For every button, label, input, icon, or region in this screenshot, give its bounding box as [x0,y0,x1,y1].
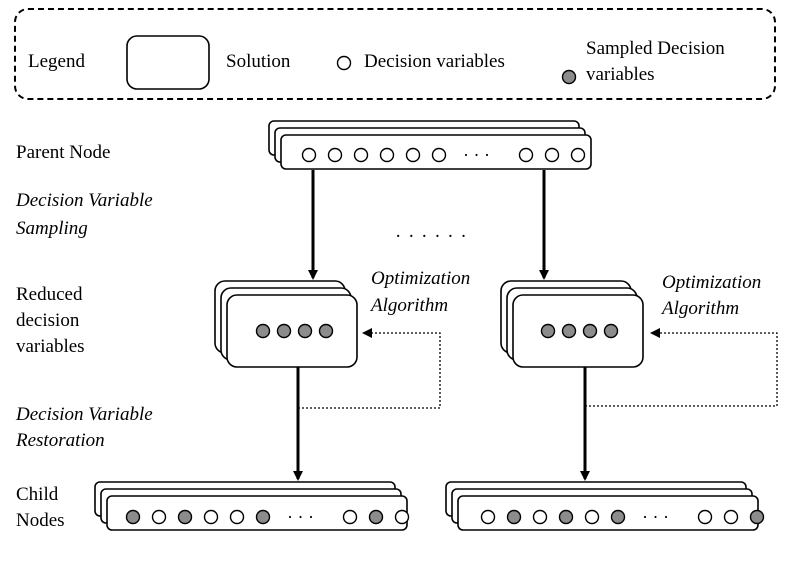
parent-node-circle-2 [327,147,343,163]
child-left-solution-front [106,495,408,531]
opt-left-line1: Optimization [371,268,471,289]
parent-node-circle-6 [431,147,447,163]
child-right-circle-3 [532,509,548,525]
parent-node-circle-8 [544,147,560,163]
child-left-circle-2 [151,509,167,525]
reduced-right-circle-3 [582,323,598,339]
legend-box [14,8,776,100]
child-right-circle-9 [749,509,765,525]
ellipsis-middle: · · · · · · [395,226,468,247]
child-right-ellipsis: · · · [642,507,669,527]
reduced-right-circle-2 [561,323,577,339]
label-reduced-line1: Reduced [16,284,83,305]
legend-sampled-label-line2: variables [586,64,655,85]
reduced-left-circle-2 [276,323,292,339]
label-sampling-line2: Sampling [16,218,88,239]
child-left-circle-9 [394,509,410,525]
child-right-circle-5 [584,509,600,525]
child-right-circle-6 [610,509,626,525]
child-right-solution-front [457,495,759,531]
reduced-right-circle-4 [603,323,619,339]
child-right-circle-2 [506,509,522,525]
child-left-circle-5 [229,509,245,525]
child-left-ellipsis: · · · [287,507,314,527]
label-parent-node: Parent Node [16,142,111,163]
parent-node-circle-1 [301,147,317,163]
child-left-circle-8 [368,509,384,525]
child-right-circle-1 [480,509,496,525]
label-child-line1: Child [16,484,59,505]
child-right-circle-4 [558,509,574,525]
reduced-left-circle-3 [297,323,313,339]
reduced-left-circle-4 [318,323,334,339]
child-left-circle-3 [177,509,193,525]
child-right-circle-8 [723,509,739,525]
label-child-line2: Nodes [16,510,65,531]
reduced-right-solution-front [512,294,644,368]
parent-node-ellipsis: · · · [463,145,490,165]
reduced-left-solution-front [226,294,358,368]
opt-right-line1: Optimization [662,272,762,293]
legend-title: Legend [28,51,85,72]
legend-sampled-label-line1: Sampled Decision [586,38,725,59]
legend-decision-variable-icon [336,55,352,71]
parent-node-circle-7 [518,147,534,163]
parent-node-circle-3 [353,147,369,163]
optimization-loop-right [585,328,778,407]
reduced-right-circle-1 [540,323,556,339]
child-right-circle-7 [697,509,713,525]
legend-decision-variables-label: Decision variables [364,51,505,72]
legend-solution-label: Solution [226,51,291,72]
legend-solution-shape [126,35,210,90]
label-reduced-line3: variables [16,336,85,357]
child-left-circle-6 [255,509,271,525]
label-restoration-line1: Decision Variable [16,404,153,425]
label-sampling-line1: Decision Variable [16,190,153,211]
child-left-circle-4 [203,509,219,525]
parent-node-circle-9 [570,147,586,163]
child-left-circle-1 [125,509,141,525]
reduced-left-circle-1 [255,323,271,339]
opt-right-line2: Algorithm [662,298,740,319]
label-reduced-line2: decision [16,310,80,331]
label-restoration-line2: Restoration [16,430,105,451]
child-left-circle-7 [342,509,358,525]
opt-left-line2: Algorithm [371,295,449,316]
parent-node-circle-5 [405,147,421,163]
parent-node-circle-4 [379,147,395,163]
legend-sampled-variable-icon [561,69,577,85]
